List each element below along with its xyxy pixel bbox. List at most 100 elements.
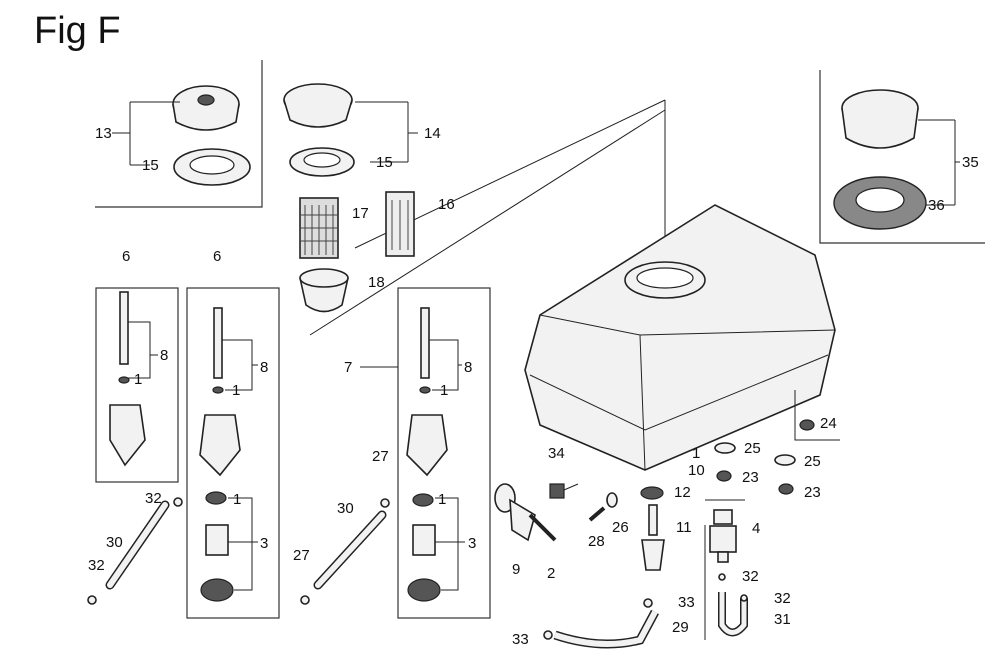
label-1-right-a: 1 — [440, 382, 448, 399]
label-25-a: 25 — [744, 440, 761, 457]
bracket-4-31 — [704, 499, 745, 640]
label-32-c: 32 — [742, 568, 759, 585]
label-16: 16 — [438, 196, 455, 213]
strainer-17 — [299, 197, 339, 259]
label-1-center-b: 1 — [233, 491, 241, 508]
label-32-d: 32 — [774, 590, 791, 607]
label-30-left: 30 — [106, 534, 123, 551]
fuel-valve-7 — [406, 307, 448, 602]
fuel-filter-4 — [709, 509, 737, 563]
fuel-tube-30-left-inner — [107, 502, 168, 588]
label-28: 28 — [588, 533, 605, 550]
fuel-valve-6-center — [199, 307, 241, 602]
clip-33-b — [543, 630, 553, 640]
fuel-tube-30-right-inner — [315, 512, 385, 588]
inset-frame-valve-left — [95, 287, 179, 483]
screw-2 — [528, 513, 557, 542]
washer-26 — [606, 492, 618, 508]
nut-23-a — [716, 470, 732, 482]
label-3-right: 3 — [468, 535, 476, 552]
label-33-b: 33 — [512, 631, 529, 648]
label-1-right-b: 1 — [438, 491, 446, 508]
fuel-joint-11 — [641, 504, 665, 571]
bracket-8c — [429, 339, 462, 391]
label-25-b: 25 — [804, 453, 821, 470]
bracket-8a — [128, 321, 158, 379]
fuel-cap-35 — [841, 89, 919, 149]
label-11: 11 — [676, 519, 692, 536]
label-8-left: 8 — [160, 347, 168, 364]
label-23-b: 23 — [804, 484, 821, 501]
clip-27-a — [380, 498, 390, 508]
label-2: 2 — [547, 565, 555, 582]
bracket-8b — [222, 339, 258, 391]
figure-title: Fig F — [34, 10, 121, 52]
label-1-tank: 1 — [692, 445, 700, 462]
nut-24 — [799, 419, 815, 431]
label-23-a: 23 — [742, 469, 759, 486]
clip-32-c — [718, 573, 726, 581]
label-27-b: 27 — [293, 547, 310, 564]
strainer-16 — [385, 191, 415, 257]
label-24: 24 — [820, 415, 837, 432]
label-32-a: 32 — [145, 490, 162, 507]
bracket-1-3-right — [435, 497, 465, 591]
fuel-cap-14 — [283, 83, 353, 128]
label-31: 31 — [774, 611, 791, 628]
inset-frame-caps — [95, 60, 263, 208]
label-14: 14 — [424, 125, 441, 142]
bracket-13-15 — [112, 101, 180, 166]
label-6-left: 6 — [122, 248, 130, 265]
label-34: 34 — [548, 445, 565, 462]
label-15-upper: 15 — [142, 157, 159, 174]
label-9: 9 — [512, 561, 520, 578]
label-1-center-a: 1 — [232, 382, 240, 399]
inset-frame-alt-cap — [819, 70, 985, 244]
label-18: 18 — [368, 274, 385, 291]
clip-33-a — [643, 598, 653, 608]
washer-25-a — [714, 442, 736, 454]
label-6-center: 6 — [213, 248, 221, 265]
fuel-tube-29-inner — [554, 610, 658, 647]
fuel-cock-lever-9 — [494, 483, 536, 542]
washer-25-b — [774, 454, 796, 466]
label-8-right: 8 — [464, 359, 472, 376]
bracket-24 — [794, 390, 840, 441]
clip-32-b — [87, 595, 97, 605]
fuel-tank-10 — [524, 204, 836, 471]
label-33-a: 33 — [678, 594, 695, 611]
label-29: 29 — [672, 619, 689, 636]
label-4: 4 — [752, 520, 760, 537]
grommet-12 — [640, 486, 664, 500]
label-35: 35 — [962, 154, 979, 171]
label-13: 13 — [95, 125, 112, 142]
label-1-left: 1 — [134, 371, 142, 388]
bracket-35-36 — [918, 119, 960, 206]
label-27-a: 27 — [372, 448, 389, 465]
gasket-36 — [833, 176, 927, 230]
clip-32-a — [173, 497, 183, 507]
label-36: 36 — [928, 197, 945, 214]
label-17: 17 — [352, 205, 369, 222]
bracket-1-3-center — [228, 497, 258, 591]
gasket-15-upper — [173, 148, 251, 186]
strainer-ring-18 — [299, 268, 349, 313]
label-12: 12 — [674, 484, 691, 501]
fuel-tube-31-inner — [719, 592, 747, 635]
gasket-15-lower — [289, 147, 355, 177]
bolt-28 — [588, 506, 606, 522]
clip-27-b — [300, 595, 310, 605]
bolt-34 — [549, 483, 579, 499]
label-10: 10 — [688, 462, 705, 479]
fuel-cap-13 — [172, 85, 240, 131]
label-32-b: 32 — [88, 557, 105, 574]
inset-frame-valve-center — [186, 287, 280, 619]
label-8-center: 8 — [260, 359, 268, 376]
bracket-14-15 — [355, 101, 418, 163]
fuel-valve-6-left — [109, 291, 146, 467]
label-3-center: 3 — [260, 535, 268, 552]
label-30-right: 30 — [337, 500, 354, 517]
label-15-lower: 15 — [376, 154, 393, 171]
inset-frame-valve-right — [397, 287, 491, 619]
